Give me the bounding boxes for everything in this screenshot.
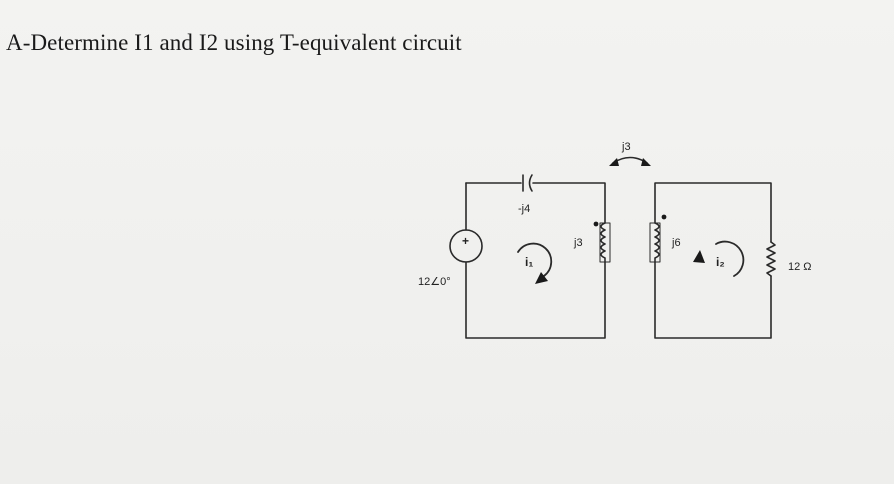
voltage-source [449,229,483,263]
primary-inductor-label: j3 [573,237,583,249]
mesh-current-2-label: i₂ [716,255,725,269]
left-bottom-wire [465,261,606,339]
resistor-symbol [766,241,776,277]
right-mesh-wires [654,182,772,339]
load-resistance-label: 12 Ω [788,261,812,273]
right-bottom-wire [654,261,772,339]
secondary-inductor-coil [649,222,661,263]
mesh-current-arrow-2 [693,240,745,277]
mesh-current-1-label: i₁ [525,255,533,269]
mesh-current-arrow-1 [517,242,553,284]
source-value-label: 12∠0° [418,276,451,288]
mutual-reactance-label: j3 [621,141,631,153]
left-mesh-wires [465,182,606,339]
question-text: A-Determine I1 and I2 using T-equivalent… [6,30,462,55]
mutual-coupling-arrow [609,156,651,166]
secondary-dot-marker [661,214,667,220]
secondary-inductor-label: j6 [671,237,681,249]
capacitor-reactance-label: -j4 [518,203,530,215]
capacitor-symbol [522,174,533,192]
right-top-wire [654,182,772,243]
primary-dot-marker [593,221,599,227]
primary-inductor-coil [599,222,611,263]
left-top-wire-b [532,182,606,224]
source-plus-sign: + [462,234,469,248]
